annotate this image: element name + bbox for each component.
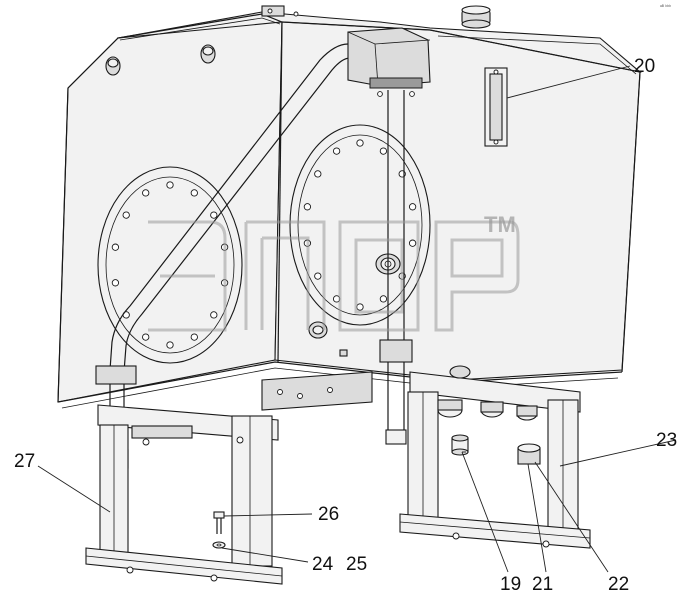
callout-27: 27 — [14, 451, 35, 472]
flange-bolt-icon — [111, 279, 120, 287]
flange-bolt-icon — [166, 181, 174, 189]
return-pipe — [109, 27, 431, 373]
watermark: TM — [148, 212, 520, 332]
flange-bolt-icon — [314, 272, 322, 280]
trademark-label: TM — [484, 212, 516, 237]
flange-bolt-icon — [408, 239, 417, 247]
flange-bolt-icon — [332, 147, 341, 155]
flange-bolt-icon — [210, 311, 218, 319]
vertical-pipe — [379, 90, 413, 445]
flange-bolt-icon — [314, 170, 322, 178]
callout-24: 24 — [312, 554, 334, 575]
callout-25: 25 — [346, 554, 367, 575]
right-support-frame — [399, 371, 591, 549]
bottom-port-b — [437, 399, 463, 418]
flange-bolt-icon — [122, 211, 130, 219]
bottom-port-d — [516, 405, 538, 421]
plug-21 — [517, 443, 541, 465]
flange-bolt-icon — [142, 189, 150, 197]
callout-21: 21 — [532, 574, 553, 595]
bottom-manifold — [261, 371, 373, 411]
left-inspection-cover — [97, 166, 243, 364]
small-plug — [339, 349, 348, 357]
flange-bolt-icon — [379, 147, 388, 155]
flange-bolt-icon — [142, 333, 150, 341]
sight-glass — [484, 67, 508, 147]
flange-bolt-icon — [356, 303, 364, 311]
filler-cap — [461, 5, 491, 29]
callout-26: 26 — [318, 504, 339, 525]
right-inspection-cover — [289, 124, 431, 326]
flange-bolt-icon — [356, 139, 364, 147]
mounting-bolt — [213, 511, 225, 534]
flange-bolt-icon — [190, 333, 198, 341]
flange-bolt-icon — [111, 243, 120, 251]
drain-plug-19 — [451, 434, 469, 456]
corner-mark: ᵃᴮ ᵇᵇᵇ — [660, 4, 671, 10]
callout-22: 22 — [608, 574, 629, 595]
washer — [212, 541, 226, 549]
flange-bolt-icon — [303, 203, 312, 211]
callout-20: 20 — [634, 56, 655, 77]
flange-bolt-icon — [408, 203, 417, 211]
leader-lines — [37, 65, 677, 573]
left-support-frame — [85, 404, 283, 585]
callout-19: 19 — [500, 574, 521, 595]
flange-bolt-icon — [379, 295, 388, 303]
bottom-port-c — [480, 401, 504, 418]
flange-bolt-icon — [210, 211, 218, 219]
top-fitting — [261, 5, 299, 17]
bottom-port-a — [449, 365, 471, 379]
callout-23: 23 — [656, 430, 677, 451]
top-bosses — [105, 44, 216, 76]
flange-bolt-icon — [190, 189, 198, 197]
flange-bolt-icon — [166, 341, 174, 349]
left-cover-bolts — [111, 181, 229, 349]
